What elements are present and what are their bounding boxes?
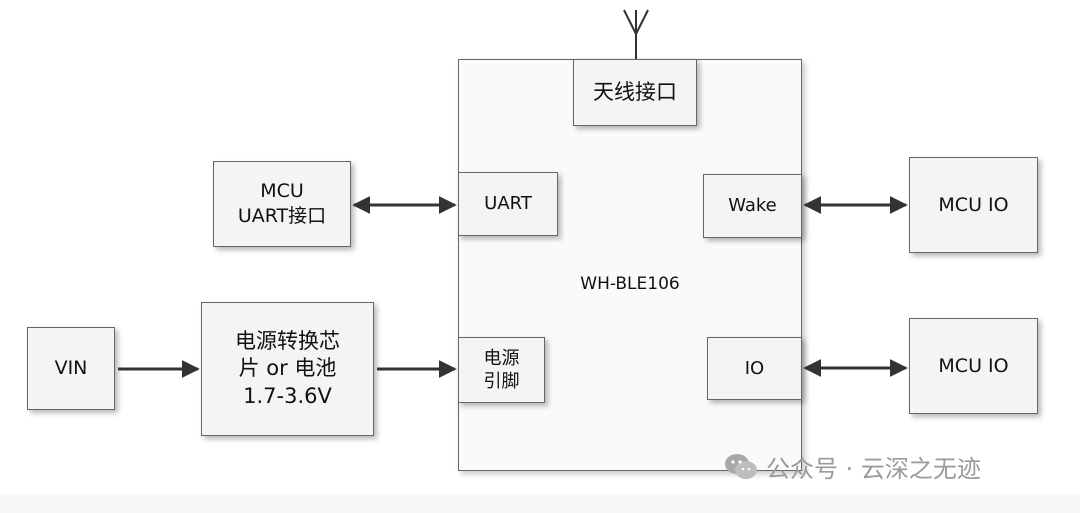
antenna-port: 天线接口: [573, 59, 697, 126]
watermark-text: 公众号 · 云深之无迹: [766, 455, 981, 483]
power-converter-box: 电源转换芯 片 or 电池 1.7-3.6V: [201, 302, 374, 436]
wake-port-label: Wake: [728, 195, 777, 217]
mcu-uart-label: MCU UART接口: [237, 180, 327, 227]
bottom-strip: [0, 494, 1080, 513]
power-pin: 电源 引脚: [458, 337, 545, 403]
vin-label: VIN: [54, 357, 88, 380]
module-label: WH-BLE106: [580, 274, 680, 294]
mcu-io-top: MCU IO: [909, 157, 1038, 253]
uart-port-label: UART: [484, 193, 532, 215]
vin-box: VIN: [27, 327, 115, 410]
antenna-port-label: 天线接口: [593, 79, 677, 104]
io-port: IO: [707, 337, 802, 400]
wake-port: Wake: [703, 174, 802, 238]
power-converter-label: 电源转换芯 片 or 电池 1.7-3.6V: [235, 329, 340, 408]
uart-port: UART: [458, 172, 558, 236]
io-port-label: IO: [744, 357, 765, 379]
mcu-uart-interface: MCU UART接口: [213, 161, 351, 247]
antenna-icon: [623, 9, 649, 59]
mcu-io-bottom-label: MCU IO: [938, 354, 1009, 377]
mcu-io-top-label: MCU IO: [938, 193, 1009, 216]
wechat-icon: [725, 453, 757, 479]
mcu-io-bottom: MCU IO: [909, 318, 1038, 414]
power-pin-label: 电源 引脚: [483, 347, 520, 392]
watermark: 公众号 · 云深之无迹: [724, 449, 981, 484]
